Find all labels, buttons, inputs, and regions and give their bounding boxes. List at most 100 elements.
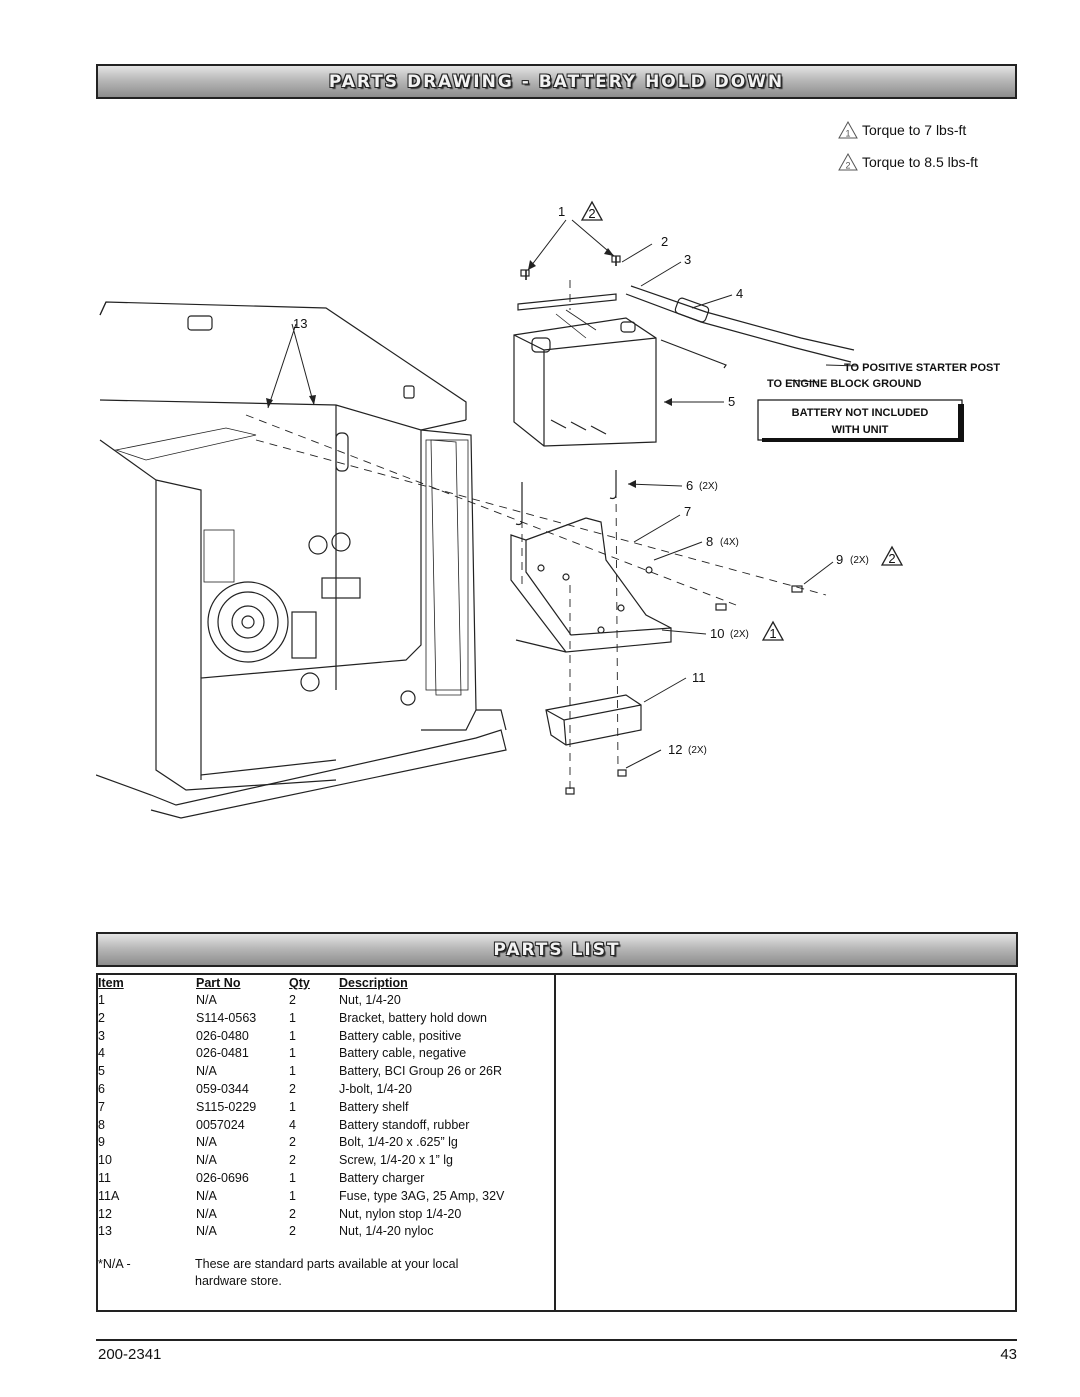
cell-part-no: N/A [196,1224,217,1239]
callout-9-torque-marker: 2 [880,545,904,566]
callout-1: 1 [558,204,565,219]
cell-qty: 1 [289,1010,296,1025]
cell-description: Battery, BCI Group 26 or 26R [339,1064,503,1079]
cell-description: Battery cable, positive [339,1028,462,1043]
callout-3: 3 [684,252,691,267]
battery-shelf [510,517,672,653]
cell-part-no: 059-0344 [196,1082,249,1096]
column-header-part-no: Part No [196,976,241,990]
callout-8: 8 [706,534,713,549]
cell-description: J-bolt, 1/4-20 [339,1082,412,1096]
cell-item: 9 [98,1135,105,1150]
cell-qty: 2 [289,1153,296,1168]
section-header-parts-list: PARTS LIST [96,932,1018,967]
page-number: 43 [1000,1346,1017,1363]
cell-part-no: N/A [196,1135,217,1150]
cell-qty: 2 [289,1082,296,1096]
callout-4: 4 [736,286,743,301]
cell-description: Battery charger [339,1171,425,1185]
cell-part-no: 0057024 [196,1117,245,1132]
cell-part-no: S114-0563 [196,1010,257,1025]
cell-part-no: N/A [196,1153,217,1168]
bolt-9 [791,585,803,593]
cell-part-no: N/A [196,1206,217,1221]
cell-qty: 1 [289,1188,296,1203]
cell-description: Nut, 1/4-20 nyloc [339,1224,434,1239]
torque-marker-2-icon: 2 [838,153,858,171]
battery-note-line2: WITH UNIT [832,424,889,436]
callout-9: 9 [836,552,843,567]
cell-qty: 1 [289,1171,296,1185]
battery-not-included-note: BATTERY NOT INCLUDED WITH UNIT [757,399,964,442]
cell-description: Bracket, battery hold down [339,1010,487,1025]
callout-9-qty: (2X) [850,555,869,566]
section-header-parts-drawing: PARTS DRAWING - BATTERY HOLD DOWN [96,64,1017,99]
callout-2: 2 [661,234,668,249]
cell-item: 3 [98,1028,105,1043]
torque-marker-1-icon: 1 [838,121,858,139]
callout-7: 7 [684,504,691,519]
callout-10-torque-marker: 1 [761,620,785,641]
cell-description: Battery cable, negative [339,1046,467,1061]
cell-item: 2 [98,1010,105,1025]
footer-rule [96,1339,1017,1341]
parts-list-box [96,973,1017,1312]
cell-description: Battery standoff, rubber [339,1117,470,1132]
cell-qty: 1 [289,1028,296,1043]
callout-9-torque-label: 2 [888,551,895,566]
cell-item: 6 [98,1082,105,1096]
callout-1-torque-marker: 2 [580,200,604,221]
footnote-line2: hardware store. [195,1274,282,1288]
callout-5: 5 [728,394,735,409]
cell-part-no: 026-0696 [196,1171,249,1185]
cell-qty: 2 [289,993,296,1007]
battery-cables [625,285,855,369]
footnote-label: *N/A - [98,1257,131,1271]
cell-part-no: S115-0229 [196,1099,257,1114]
cell-description: Fuse, type 3AG, 25 Amp, 32V [339,1188,505,1203]
callout-12-qty: (2X) [688,745,707,756]
torque-marker-2-label: 2 [845,161,850,171]
battery [513,309,657,447]
cell-qty: 1 [289,1046,296,1061]
cell-qty: 1 [289,1099,296,1114]
cell-qty: 2 [289,1135,296,1150]
cell-description: Nut, nylon stop 1/4-20 [339,1206,462,1221]
footnote-line1: These are standard parts available at yo… [195,1257,459,1271]
callout-8-qty: (4X) [720,537,739,548]
hold-down-bracket [517,255,621,311]
cell-description: Screw, 1/4-20 x 1” lg [339,1153,453,1168]
cell-part-no: 026-0481 [196,1046,249,1061]
cell-item: 11A [98,1188,120,1203]
document-number: 200-2341 [98,1346,162,1363]
torque-legend-text-2: Torque to 8.5 lbs-ft [862,154,978,170]
torque-legend-item-1: 1 Torque to 7 lbs-ft [838,121,966,139]
callout-10-qty: (2X) [730,629,749,640]
alignment-lines [245,280,827,790]
parts-list-divider [554,973,556,1312]
cell-part-no: N/A [196,1064,217,1079]
cell-item: 8 [98,1117,105,1132]
callout-11: 11 [692,670,706,685]
nut-12 [617,769,627,777]
cell-description: Battery shelf [339,1099,409,1114]
battery-charger [545,694,642,746]
callout-10: 10 [710,626,724,641]
cell-part-no: N/A [196,993,217,1007]
callout-13: 13 [293,316,307,331]
cell-item: 12 [98,1206,112,1221]
section-title: PARTS DRAWING - BATTERY HOLD DOWN [328,71,785,92]
parts-exploded-drawing: 1 2 2 3 4 5 6 (2X) 7 8 (4X) 9 (2X) 2 10 … [96,200,1000,819]
cell-item: 7 [98,1099,105,1114]
callout-6-qty: (2X) [699,481,718,492]
battery-note-line1: BATTERY NOT INCLUDED [792,407,929,419]
cell-item: 4 [98,1046,105,1061]
column-header-item: Item [98,976,124,990]
parts-list-title: PARTS LIST [493,939,621,960]
cell-item: 10 [98,1153,112,1168]
cell-part-no: N/A [196,1188,217,1203]
torque-marker-1-label: 1 [845,129,850,139]
j-bolts [515,470,617,526]
cell-qty: 4 [289,1117,296,1132]
callout-1-torque-label: 2 [588,206,595,221]
